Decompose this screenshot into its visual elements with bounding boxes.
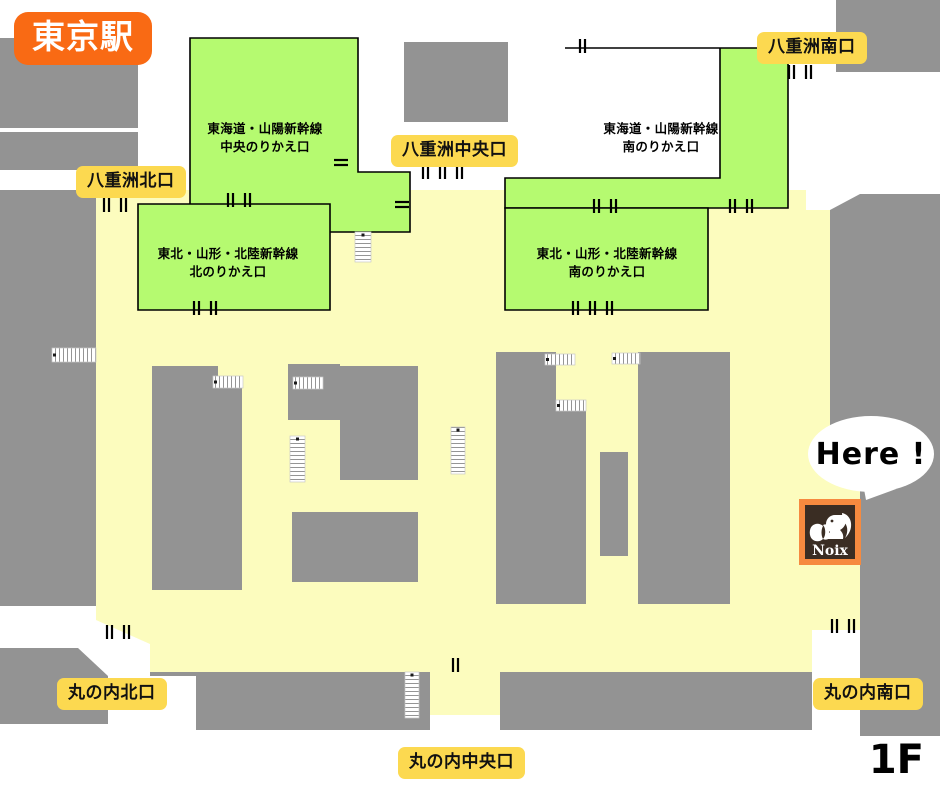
gate-tick-group xyxy=(395,200,409,209)
city-block xyxy=(196,672,430,730)
city-block xyxy=(0,190,96,606)
stair-treads xyxy=(611,352,641,365)
exit-badge-yaesu-north[interactable]: 八重洲北口 xyxy=(76,166,186,198)
transfer-zone-gate-name: 北のりかえ口 xyxy=(189,264,267,280)
gate-tick-group xyxy=(421,165,464,179)
exit-badge-marunouchi-central[interactable]: 丸の内中央口 xyxy=(398,747,525,779)
stair-treads xyxy=(450,426,466,475)
stair-group xyxy=(555,399,587,412)
gate-tick-group xyxy=(451,658,460,672)
inner-structure xyxy=(638,352,730,604)
stair-group xyxy=(289,435,306,483)
transfer-zone-label-tokaido-sanyo-central: 東海道・山陽新幹線中央のりかえ口 xyxy=(207,120,322,156)
stair-direction-marker xyxy=(294,381,297,385)
stair-group xyxy=(212,375,244,389)
shop-name-label: Noix xyxy=(812,543,848,559)
inner-structures xyxy=(152,352,730,604)
exit-badge-yaesu-south[interactable]: 八重洲南口 xyxy=(757,32,867,64)
transfer-zone-gate-name: 中央のりかえ口 xyxy=(220,139,310,155)
gate-tick-group xyxy=(102,198,128,212)
stair-direction-marker xyxy=(410,673,414,677)
stair-direction-marker xyxy=(546,358,549,361)
inner-structure xyxy=(496,352,586,604)
transfer-zone-tohoku-south xyxy=(504,207,709,311)
transfer-zone-label-tohoku-yamagata-hokuriku-north: 東北・山形・北陸新幹線北のりかえ口 xyxy=(158,245,299,281)
gate-tick-group xyxy=(105,625,131,639)
gate-tick-group xyxy=(787,65,813,79)
stair-direction-marker xyxy=(53,353,56,357)
shop-marker-noix[interactable]: Noix xyxy=(799,499,861,565)
stair-direction-marker xyxy=(557,404,560,407)
exit-badge-yaesu-central[interactable]: 八重洲中央口 xyxy=(391,135,518,167)
city-block xyxy=(830,194,940,630)
here-balloon: Here ! xyxy=(808,416,934,492)
transfer-zone-line-name: 東北・山形・北陸新幹線 xyxy=(536,246,678,261)
stair-group xyxy=(611,352,641,365)
transfer-zone-line-name: 東北・山形・北陸新幹線 xyxy=(157,246,299,261)
city-block xyxy=(404,42,508,122)
stair-group xyxy=(292,376,324,390)
city-blocks xyxy=(0,0,940,736)
gate-tick-group xyxy=(592,199,618,213)
stair-treads xyxy=(292,376,324,390)
inner-structure xyxy=(152,366,242,590)
stair-group xyxy=(51,347,97,363)
shop-marker-box: Noix xyxy=(805,505,855,559)
stair-direction-marker xyxy=(456,428,460,432)
city-block xyxy=(500,672,812,730)
stair-group xyxy=(404,671,420,719)
gate-tick-group xyxy=(578,39,587,53)
stair-treads xyxy=(212,375,244,389)
stair-treads xyxy=(51,347,97,363)
inner-structure xyxy=(292,512,418,582)
stair-direction-marker xyxy=(613,357,616,360)
transfer-zone-tohoku-north xyxy=(137,203,331,311)
stairs-and-escalators xyxy=(51,231,641,719)
ticket-gate-marks xyxy=(102,39,856,672)
gate-tick-group xyxy=(226,193,252,207)
stair-group xyxy=(450,426,466,475)
gate-tick-group xyxy=(334,158,348,167)
inner-structure xyxy=(288,382,340,420)
gate-tick-group xyxy=(830,619,856,633)
floor-indicator: 1F xyxy=(868,737,924,783)
transfer-zone-label-tohoku-yamagata-hokuriku-south: 東北・山形・北陸新幹線南のりかえ口 xyxy=(537,245,678,281)
transfer-zone-line-name: 東海道・山陽新幹線 xyxy=(603,121,719,136)
stair-treads xyxy=(555,399,587,412)
transfer-zone-line-name: 東海道・山陽新幹線 xyxy=(207,121,323,136)
transfer-zone-label-tokaido-sanyo-south: 東海道・山陽新幹線南のりかえ口 xyxy=(603,120,718,156)
gate-tick-group xyxy=(728,199,754,213)
stair-treads xyxy=(544,353,576,366)
stair-direction-marker xyxy=(361,233,365,237)
exit-badge-marunouchi-north[interactable]: 丸の内北口 xyxy=(57,678,167,710)
exit-badge-marunouchi-south[interactable]: 丸の内南口 xyxy=(813,678,923,710)
transfer-zone-gate-name: 南のりかえ口 xyxy=(568,264,646,280)
stair-treads xyxy=(404,671,420,719)
stair-treads xyxy=(289,435,306,483)
squirrel-acorn-icon xyxy=(809,513,852,542)
inner-structure xyxy=(340,366,418,480)
gate-tick-group xyxy=(192,301,218,315)
inner-structure xyxy=(600,452,628,556)
stair-direction-marker xyxy=(296,437,299,441)
station-name-badge: 東京駅 xyxy=(14,12,152,65)
stair-direction-marker xyxy=(214,380,217,384)
transfer-gate-areas xyxy=(137,37,789,311)
stair-group xyxy=(354,231,372,263)
gate-tick-group xyxy=(571,301,614,315)
stair-group xyxy=(544,353,576,366)
city-block xyxy=(0,132,138,170)
stair-treads xyxy=(354,231,372,263)
transfer-zone-gate-name: 南のりかえ口 xyxy=(622,139,700,155)
